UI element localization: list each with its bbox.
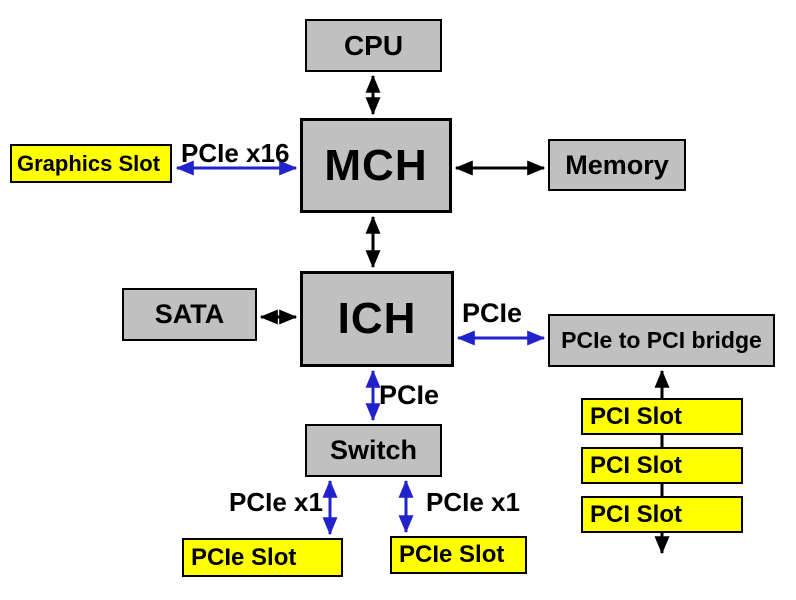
pcie-to-pci-bridge-node: PCIe to PCI bridge xyxy=(548,314,775,367)
pcie-x1-left-label: PCIe x1 xyxy=(229,487,323,517)
pcie-x1-right-label: PCIe x1 xyxy=(426,487,520,517)
pcie-ich-bridge-label: PCIe xyxy=(462,298,523,328)
ich-node: ICH xyxy=(300,271,454,367)
pci-slot-1-node: PCI Slot xyxy=(581,398,743,435)
pcie-slot-left-node: PCIe Slot xyxy=(182,538,343,577)
pcie-ich-switch-label: PCIe xyxy=(379,380,440,410)
switch-node: Switch xyxy=(305,424,442,477)
pci-slot-3-node: PCI Slot xyxy=(581,496,743,533)
pcie-slot-right-node: PCIe Slot xyxy=(390,536,527,574)
mch-node: MCH xyxy=(300,118,452,213)
pci-slot-2-node: PCI Slot xyxy=(581,447,743,484)
pcie-x16-label: PCIe x16 xyxy=(181,138,290,168)
sata-node: SATA xyxy=(122,288,257,341)
cpu-node: CPU xyxy=(305,19,442,72)
memory-node: Memory xyxy=(548,139,686,191)
graphics-slot-node: Graphics Slot xyxy=(10,144,172,183)
